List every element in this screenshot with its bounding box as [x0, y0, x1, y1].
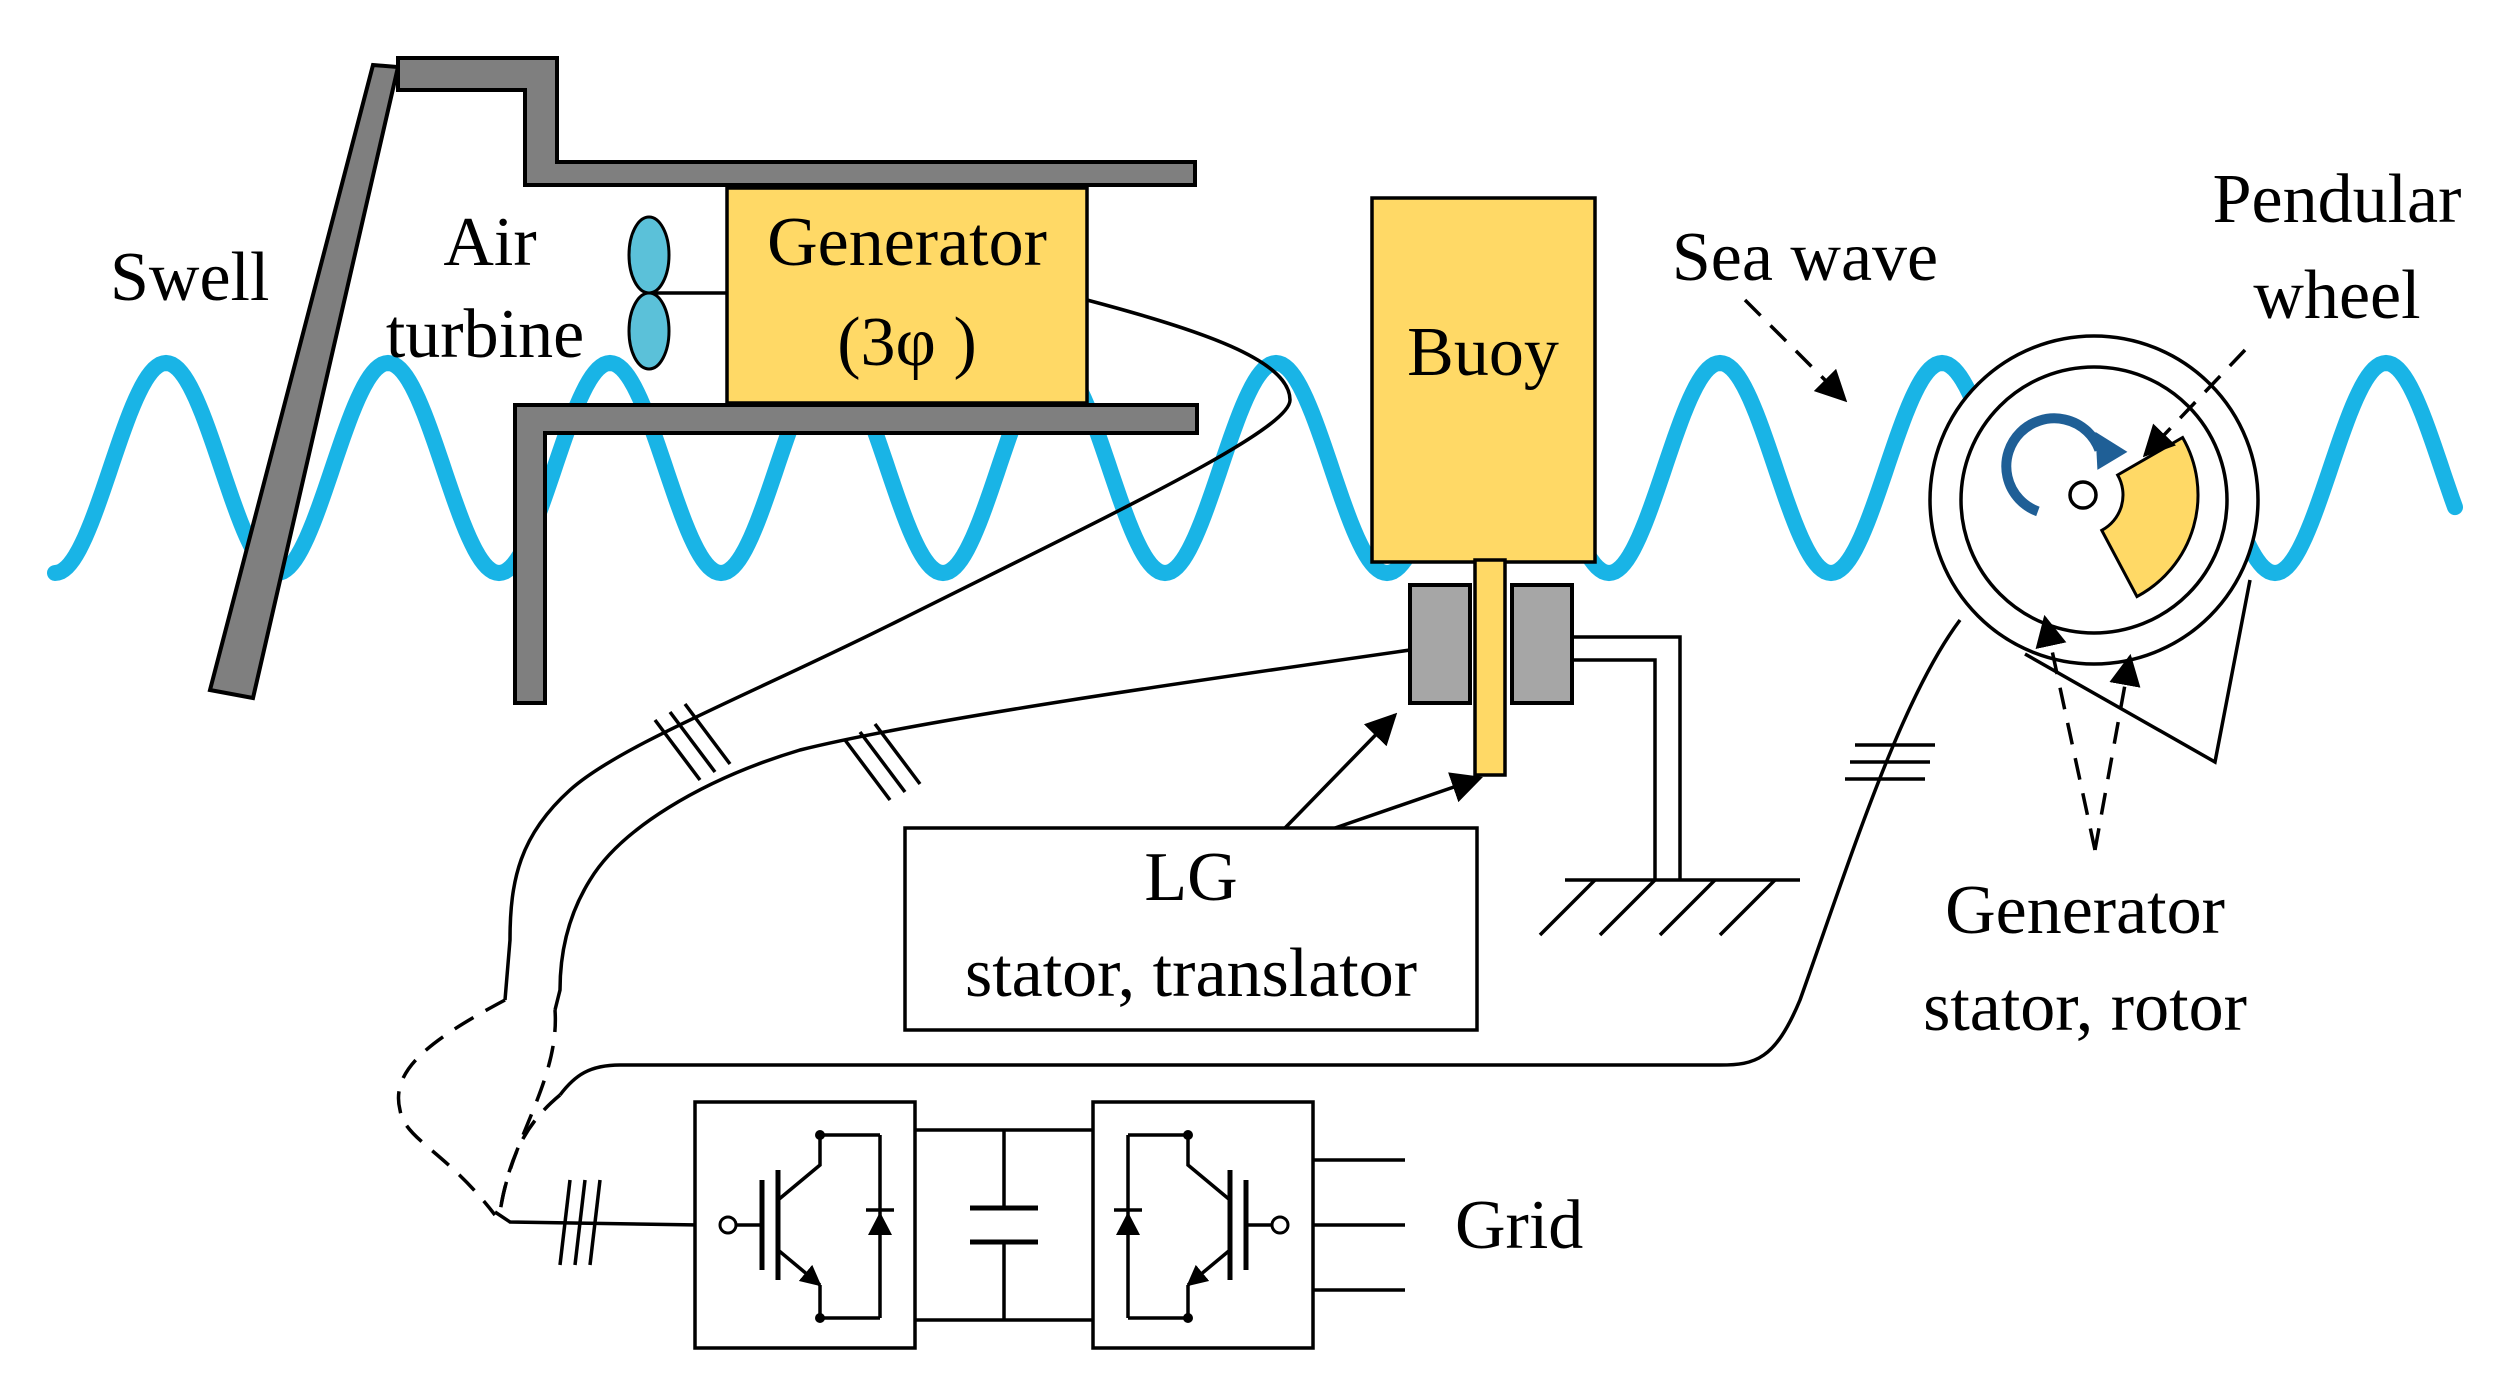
- rotation-arrow-head-icon: [2095, 431, 2128, 470]
- buoy-body: [1370, 196, 1597, 564]
- lg-stator-right: [1510, 583, 1574, 705]
- cable-dashed-3: [498, 1093, 562, 1213]
- wheel-axle: [2068, 480, 2098, 510]
- lg-translator-pointer: [1334, 772, 1483, 830]
- linear-generator: [1408, 558, 1800, 937]
- pendular-wheel-generator: [1928, 334, 2260, 666]
- three-phase-ticks: [558, 702, 1935, 1266]
- turbine-blade-lower: [627, 291, 671, 371]
- turbine-blade-upper: [627, 215, 671, 295]
- swell-label: Swell: [110, 239, 269, 316]
- rotation-arrow-icon: [2001, 413, 2105, 517]
- lg-parts-label: stator, translator: [965, 935, 1417, 1012]
- generator-phase-label: (3φ ): [837, 304, 977, 381]
- sea-wave-pointer: [1743, 298, 1848, 403]
- lg-label-box: [903, 826, 1479, 1032]
- air-label: Air: [443, 204, 536, 281]
- power-cables: [396, 298, 1962, 1266]
- owc-lower-wall: [513, 403, 1199, 705]
- owc-structure: [207, 56, 1199, 705]
- lg-support-frame-inner: [1572, 658, 1657, 880]
- generator-parts-label: stator, rotor: [1923, 969, 2247, 1046]
- lg-stator-left: [1408, 583, 1472, 705]
- cable-linear-generator: [553, 648, 1411, 1011]
- swell-ramp-wall: [207, 62, 401, 701]
- cable-dashed-1: [396, 998, 506, 1217]
- pendular-wheel-pointer: [2142, 348, 2247, 458]
- owc-upper-wall: [396, 56, 1197, 187]
- cable-to-converter: [494, 1210, 701, 1227]
- grid-lines: [1313, 1158, 1405, 1292]
- rotor-pointer: [2093, 653, 2141, 851]
- generator-stator-label: Generator: [1945, 872, 2225, 949]
- stator-pointer: [2035, 614, 2097, 851]
- wheel-label: wheel: [2253, 257, 2420, 334]
- owc-generator-box: [725, 186, 1089, 405]
- pendular-mass-sector: [2099, 435, 2200, 599]
- cable-dashed-2: [498, 1009, 558, 1213]
- buoy-label: Buoy: [1407, 314, 1559, 391]
- sea-wave-label: Sea wave: [1672, 219, 1938, 296]
- grid-label: Grid: [1455, 1187, 1583, 1264]
- generator-label: Generator: [767, 204, 1047, 281]
- air-turbine-icon: [627, 215, 727, 371]
- lg-support-frame: [1572, 635, 1682, 880]
- lg-stator-pointer: [1283, 712, 1398, 830]
- pendular-label: Pendular: [2213, 161, 2462, 238]
- power-converter: [693, 1100, 1405, 1350]
- generator-leader-lines: [2024, 579, 2252, 765]
- ground-hatch: [1538, 878, 1777, 937]
- inverter-igbt-icon: [1114, 1130, 1290, 1323]
- lg-label: LG: [1144, 839, 1237, 916]
- rectifier-igbt-icon: [718, 1130, 894, 1323]
- cable-owc-generator: [503, 298, 1292, 1001]
- lg-translator: [1473, 558, 1507, 777]
- turbine-label: turbine: [386, 296, 584, 373]
- cable-pendular-generator: [558, 618, 1962, 1097]
